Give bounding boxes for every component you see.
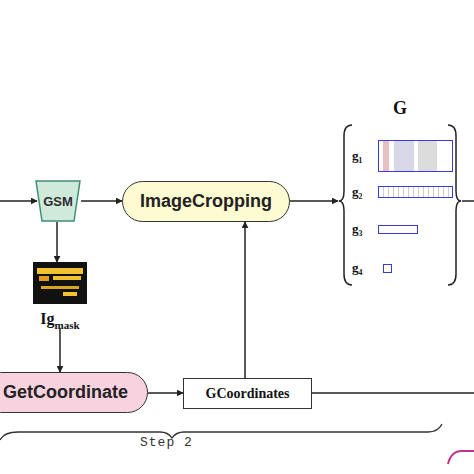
process-pill: GetCoordinate <box>0 372 148 413</box>
group-item: g₃ <box>352 222 455 236</box>
node-text: GCoordinates <box>206 386 290 402</box>
input-arrow <box>0 200 37 202</box>
node-text: GetCoordinate <box>3 382 128 403</box>
cropped-image-thumbnail <box>378 225 418 234</box>
node-label: g₁ <box>352 139 455 173</box>
step-label: Step 2 <box>140 435 193 450</box>
node-label: g₃ <box>352 222 455 236</box>
node-label: g₄ <box>352 261 455 275</box>
output-line <box>312 392 474 394</box>
node-label: g₂ <box>352 185 455 199</box>
node-text: g₃ <box>352 221 362 237</box>
node-label: Igmask <box>30 262 90 328</box>
node-text: ImageCropping <box>140 191 272 212</box>
step-brace <box>0 424 442 440</box>
cropped-image-thumbnail <box>378 140 453 172</box>
flow-arrow <box>148 392 183 394</box>
symbol-subscript: mask <box>55 319 80 331</box>
group-item: g₂ <box>352 185 455 199</box>
mask-region <box>33 262 87 304</box>
node-text: GSM <box>43 194 73 209</box>
mask-image <box>33 262 87 304</box>
mask-output: Igmask <box>30 262 90 328</box>
cropped-image-thumbnail <box>378 186 453 198</box>
step-brace <box>448 451 474 464</box>
node-label: GCoordinates <box>184 379 311 408</box>
data-box: GCoordinates <box>183 378 312 409</box>
flow-arrow <box>244 222 246 378</box>
process-pill: ImageCropping <box>122 181 290 222</box>
cropped-image-thumbnail <box>383 264 392 273</box>
left-brace <box>339 125 352 285</box>
gsm-module: GSM <box>35 180 81 222</box>
node-text: g₂ <box>352 184 362 200</box>
flow-arrow <box>81 200 122 202</box>
mask-region <box>53 276 81 280</box>
trapezoid-shape <box>36 181 80 221</box>
mask-region <box>39 276 49 281</box>
node-label: ImageCropping <box>123 182 289 221</box>
mask-region <box>63 292 77 296</box>
node-text: G <box>393 98 407 119</box>
flow-arrow <box>290 200 338 202</box>
mask-region <box>37 268 83 274</box>
group-item: g₄ <box>352 261 455 275</box>
symbol-name: Ig <box>40 310 54 328</box>
flow-arrow <box>59 328 61 372</box>
flow-arrow <box>56 222 58 262</box>
group-set: Gg₁ g₂ g₃ g₄ <box>338 96 462 292</box>
group-item: g₁ <box>352 139 455 173</box>
mask-region <box>41 286 79 289</box>
node-label: GSM <box>35 180 81 222</box>
node-text: g₁ <box>352 148 362 164</box>
output-line <box>462 200 474 202</box>
node-text: g₄ <box>352 260 362 276</box>
node-label: GetCoordinate <box>0 373 147 412</box>
